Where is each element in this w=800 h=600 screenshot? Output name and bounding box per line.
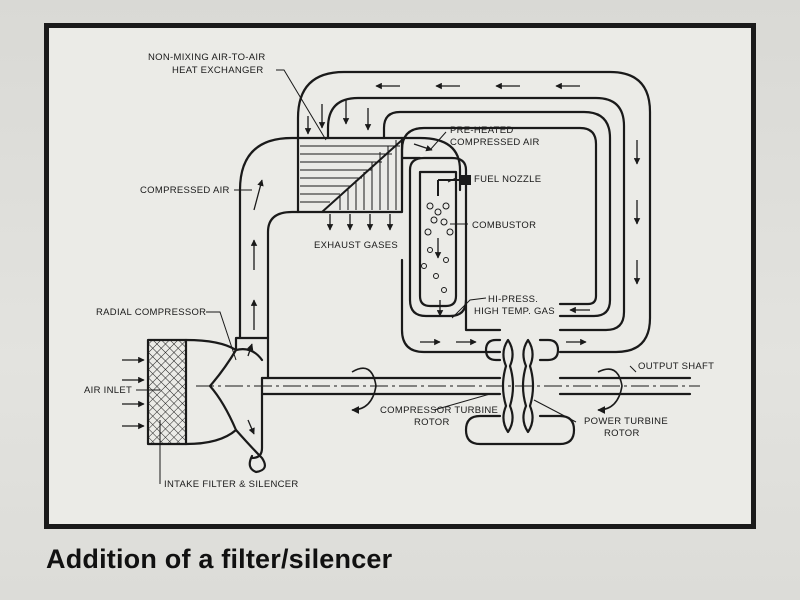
- label-heat-exchanger-2: HEAT EXCHANGER: [172, 65, 263, 76]
- label-compressed-air: COMPRESSED AIR: [140, 185, 230, 196]
- rotation-arrow-icon: [351, 367, 623, 414]
- combustor-liner: [418, 170, 458, 308]
- radial-compressor-lower: [184, 428, 266, 474]
- compressed-air-duct-inner: [266, 210, 300, 340]
- label-fuel-nozzle: FUEL NOZZLE: [474, 174, 541, 185]
- label-combustor: COMBUSTOR: [472, 220, 536, 231]
- intake-filter-mesh: [149, 341, 185, 443]
- turbine-exit-duct: [464, 414, 576, 446]
- turbine-inlet-duct-inner: [464, 298, 502, 332]
- label-air-inlet: AIR INLET: [84, 385, 132, 396]
- turbine-top-duct: [484, 338, 502, 362]
- label-hi-press-1: HI-PRESS.: [488, 294, 538, 305]
- label-exhaust-gases: EXHAUST GASES: [314, 240, 398, 251]
- compressor-impeller: [208, 348, 238, 432]
- figure-caption: Addition of a filter/silencer: [46, 544, 393, 574]
- compressor-turbine-rotor: [501, 338, 515, 434]
- label-preheated-2: COMPRESSED AIR: [450, 137, 540, 148]
- label-output-shaft: OUTPUT SHAFT: [638, 361, 714, 372]
- power-turbine-rotor: [521, 338, 535, 434]
- heat-exchanger-diagonal: [321, 139, 403, 213]
- label-hi-press-2: HIGH TEMP. GAS: [474, 306, 555, 317]
- label-compressor-turbine-2: ROTOR: [414, 417, 450, 428]
- preheated-air-duct-outer: [400, 136, 462, 192]
- recirculation-duct-inner: [326, 96, 626, 332]
- label-compressor-turbine-1: COMPRESSOR TURBINE: [380, 405, 498, 416]
- label-heat-exchanger-1: NON-MIXING AIR-TO-AIR: [148, 52, 266, 63]
- label-preheated-1: PRE-HEATED: [450, 125, 514, 136]
- hot-gas-return-duct-inner: [400, 126, 598, 306]
- hot-gas-return-duct-outer: [382, 110, 612, 318]
- label-radial-compressor: RADIAL COMPRESSOR: [96, 307, 206, 318]
- combustion-flame-icon: [421, 202, 454, 293]
- intake-filter-frame: [146, 338, 188, 446]
- label-power-turbine-2: ROTOR: [604, 428, 640, 439]
- heat-exchanger-box: [296, 136, 404, 214]
- recirculation-duct-outer: [296, 70, 652, 354]
- turbine-top-duct-2: [538, 338, 560, 362]
- compressed-air-duct-outer: [238, 136, 300, 340]
- radial-compressor-upper: [184, 336, 270, 380]
- label-intake-filter: INTAKE FILTER & SILENCER: [164, 479, 299, 490]
- label-power-turbine-1: POWER TURBINE: [584, 416, 668, 427]
- turbine-inlet-duct-outer: [400, 258, 502, 354]
- compressor-housing: [250, 376, 264, 460]
